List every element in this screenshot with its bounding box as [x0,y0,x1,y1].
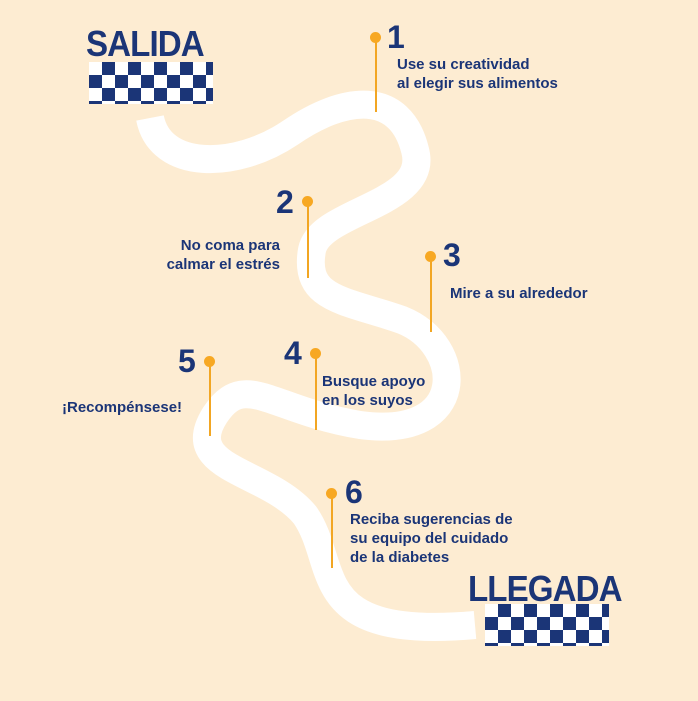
step-6-pin-line [331,494,333,568]
step-5-text: ¡Recompénsese! [62,399,183,416]
step-6-pin-dot [326,488,337,499]
finish-title: LLEGADA [468,568,623,609]
step-2-pin-dot [302,196,313,207]
step-3-number: 3 [443,237,461,273]
step-4-pin-dot [310,348,321,359]
step-5-pin-line [209,362,211,436]
step-3-pin-dot [425,251,436,262]
step-2-text: No coma para calmar el estrés [166,237,280,273]
start-title: SALIDA [86,23,205,64]
step-6-number: 6 [345,474,363,510]
step-3-pin-line [430,257,432,332]
step-1-text: Use su creatividad al elegir sus aliment… [397,56,558,92]
step-2-pin-line [307,202,309,278]
step-1-pin-dot [370,32,381,43]
start-checkered-flag [89,62,213,104]
step-3-text: Mire a su alrededor [450,285,588,302]
step-1-pin-line [375,38,377,112]
step-1-number: 1 [387,19,405,55]
step-4-pin-line [315,354,317,430]
step-4-text: Busque apoyo en los suyos [322,373,426,409]
step-4-number: 4 [284,335,302,371]
step-6-text: Reciba sugerencias de su equipo del cuid… [350,511,513,566]
step-5-number: 5 [178,343,196,379]
finish-checkered-flag [485,604,609,646]
road-path [136,90,477,641]
step-5-pin-dot [204,356,215,367]
step-2-number: 2 [276,184,294,220]
